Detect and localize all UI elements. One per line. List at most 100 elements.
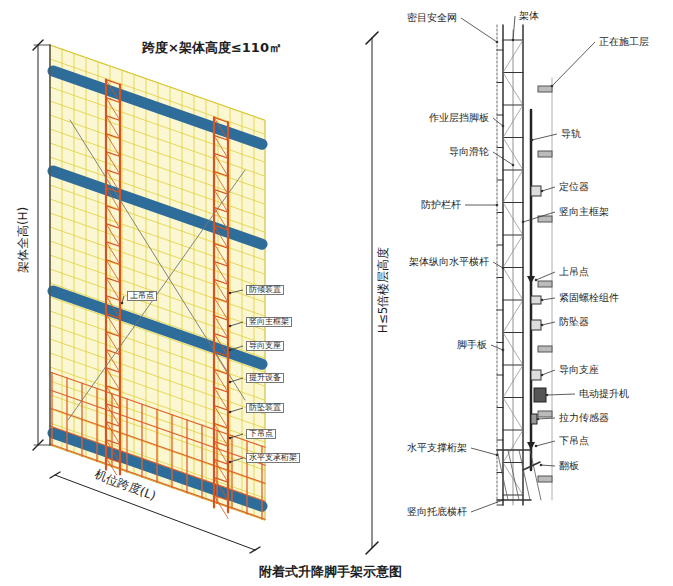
main-frame-brace [106, 80, 120, 103]
net-mesh-line [230, 108, 231, 508]
leader-line [513, 16, 515, 40]
net-mesh-line [134, 74, 135, 474]
part-label: 正在施工层 [598, 36, 650, 48]
floor-slab [538, 86, 552, 92]
electric-hoist [534, 388, 546, 402]
main-frame-brace [214, 495, 228, 518]
frame-brace [503, 203, 523, 236]
floor-slab [538, 411, 552, 417]
part-label: 水平支撑桁架 [406, 442, 468, 454]
part-label: 上吊点 [127, 291, 157, 302]
leader-dot [512, 39, 515, 42]
truss-web [508, 450, 519, 500]
leader-dot [546, 394, 549, 397]
leader-line [547, 394, 575, 395]
figure-heading: 跨度×架体高度≤110㎡ [141, 41, 283, 56]
part-label: 防坠装置 [246, 403, 284, 414]
leader-lines [121, 16, 595, 512]
leader-dot [121, 302, 124, 305]
net-mesh-line [86, 58, 87, 458]
main-frame-brace [214, 369, 228, 392]
part-label: 导向支座 [558, 364, 600, 376]
scaffold-tube [50, 408, 265, 483]
main-frame-brace [106, 224, 120, 247]
part-label: 竖向主框架 [558, 206, 610, 218]
frame-brace [503, 40, 523, 73]
leader-dot [551, 85, 554, 88]
guard-rail [497, 115, 503, 116]
main-frame-brace [214, 441, 228, 464]
leader-line [465, 205, 497, 206]
frame-brace [503, 138, 523, 171]
main-frame-brace [214, 135, 228, 158]
main-frame-brace [214, 333, 228, 356]
net-mesh-line [74, 53, 75, 453]
leader-line [542, 370, 555, 375]
main-frame-brace [214, 405, 228, 428]
main-frame-brace [106, 314, 120, 337]
guard-rail [497, 375, 503, 376]
main-frame-brace [214, 243, 228, 266]
leader-dot [512, 164, 515, 167]
blue-band [53, 291, 262, 364]
net-mesh-line [182, 91, 183, 491]
leader-line [230, 346, 243, 350]
net-mesh-line [122, 70, 123, 470]
leader-line [552, 42, 595, 86]
frame-rung [503, 137, 523, 138]
dimension-line [38, 45, 39, 445]
leader-line [471, 448, 497, 455]
leader-line [542, 298, 555, 300]
leader-dot [502, 349, 505, 352]
positioner [531, 186, 541, 196]
bolt-assembly [531, 296, 541, 304]
main-frame-brace [106, 152, 120, 175]
leader-dot [496, 454, 499, 457]
net-mesh-line [50, 185, 265, 260]
guard-rail [497, 342, 503, 343]
diagonal-brace [68, 170, 245, 420]
main-frame-brace [106, 350, 120, 373]
leader-dot [535, 279, 538, 282]
leader-dot [522, 221, 525, 224]
net-mesh-line [146, 79, 147, 479]
leader-line [542, 322, 555, 325]
main-frame-brace [214, 387, 228, 410]
leader-line [230, 434, 243, 438]
leader-dot [229, 437, 232, 440]
edge-post [49, 45, 51, 445]
blue-band [53, 71, 262, 144]
net-mesh-line [50, 297, 265, 372]
truss-web [497, 450, 508, 500]
dimension-line [372, 38, 373, 548]
main-frame-brace [106, 206, 120, 229]
main-frame-brace [106, 440, 120, 463]
net-mesh-line [242, 112, 243, 512]
main-frame-brace [106, 386, 120, 409]
frame-rung [503, 39, 523, 40]
main-frame-brace [214, 171, 228, 194]
leader-line [523, 212, 555, 222]
main-frame-brace [214, 117, 228, 140]
leader-line [536, 441, 555, 446]
net-mesh-line [62, 49, 63, 449]
tension-sensor [531, 414, 537, 424]
main-frame-post [227, 122, 229, 512]
leader-line [230, 408, 243, 412]
main-frame-brace [214, 297, 228, 320]
frame-brace [503, 365, 523, 398]
net-mesh-line [98, 62, 99, 462]
main-frame-brace [106, 296, 120, 319]
part-label: 拉力传感器 [558, 412, 610, 424]
guard-rail [497, 505, 503, 506]
main-frame-brace [106, 242, 120, 265]
leader-dot [229, 411, 232, 414]
leader-dot [540, 464, 543, 467]
guard-rail [497, 277, 503, 278]
part-label: 下吊点 [558, 435, 590, 447]
extension-line [34, 445, 50, 446]
truss-web [519, 450, 530, 500]
leader-dot [496, 204, 499, 207]
main-frame-post [213, 117, 215, 507]
